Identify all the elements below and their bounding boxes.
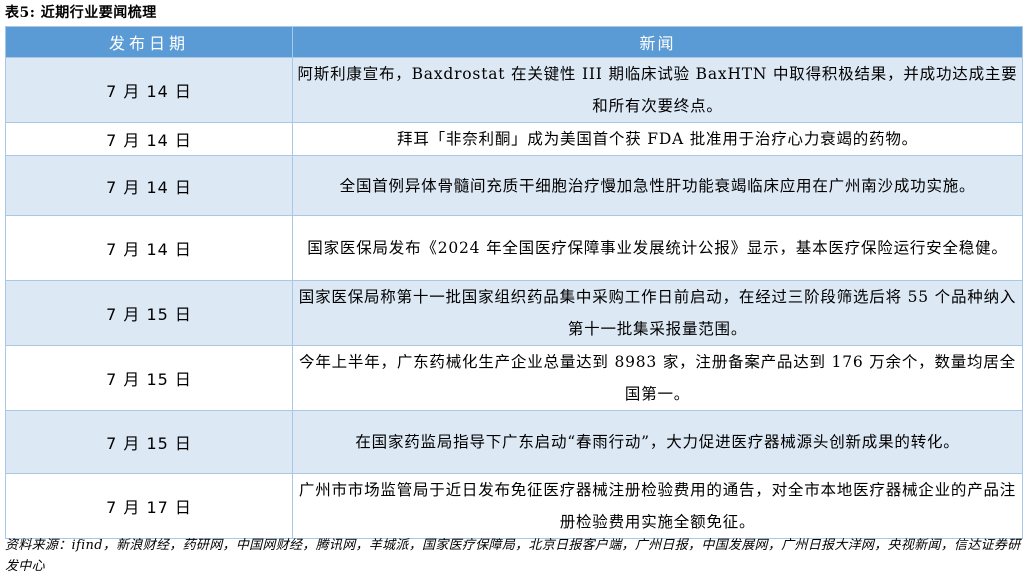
source-note: 资料来源：ifind，新浪财经，药研网，中国网财经，腾讯网，羊城派，国家医疗保障… bbox=[5, 538, 1021, 574]
date-cell: 7 月 14 日 bbox=[5, 215, 293, 281]
date-cell: 7 月 14 日 bbox=[5, 57, 293, 123]
date-cell: 7 月 15 日 bbox=[5, 280, 293, 346]
table-row: 7 月 17 日 广州市市场监管局于近日发布免征医疗器械注册检验费用的通告，对全… bbox=[5, 473, 1023, 539]
news-cell: 今年上半年，广东药械化生产企业总量达到 8983 家，注册备案产品达到 176 … bbox=[292, 345, 1023, 411]
table-row: 7 月 14 日 全国首例异体骨髓间充质干细胞治疗慢加急性肝功能衰竭临床应用在广… bbox=[5, 155, 1023, 216]
news-cell: 全国首例异体骨髓间充质干细胞治疗慢加急性肝功能衰竭临床应用在广州南沙成功实施。 bbox=[292, 155, 1023, 216]
news-cell: 阿斯利康宣布，Baxdrostat 在关键性 III 期临床试验 BaxHTN … bbox=[292, 57, 1023, 123]
news-cell: 广州市市场监管局于近日发布免征医疗器械注册检验费用的通告，对全市本地医疗器械企业… bbox=[292, 473, 1023, 539]
table-title: 表5: 近期行业要闻梳理 bbox=[5, 5, 157, 21]
news-table: 发布日期 新闻 7 月 14 日 阿斯利康宣布，Baxdrostat 在关键性 … bbox=[5, 26, 1023, 539]
news-cell: 国家医保局称第十一批国家组织药品集中采购工作日前启动，在经过三阶段筛选后将 55… bbox=[292, 280, 1023, 346]
table-row: 7 月 14 日 阿斯利康宣布，Baxdrostat 在关键性 III 期临床试… bbox=[5, 57, 1023, 123]
news-cell: 国家医保局发布《2024 年全国医疗保障事业发展统计公报》显示，基本医疗保险运行… bbox=[292, 215, 1023, 281]
table-row: 7 月 15 日 在国家药监局指导下广东启动“春雨行动”，大力促进医疗器械源头创… bbox=[5, 410, 1023, 474]
news-cell: 在国家药监局指导下广东启动“春雨行动”，大力促进医疗器械源头创新成果的转化。 bbox=[292, 410, 1023, 474]
table-row: 7 月 15 日 国家医保局称第十一批国家组织药品集中采购工作日前启动，在经过三… bbox=[5, 280, 1023, 346]
date-cell: 7 月 14 日 bbox=[5, 122, 293, 156]
date-cell: 7 月 15 日 bbox=[5, 410, 293, 474]
date-cell: 7 月 17 日 bbox=[5, 473, 293, 539]
date-cell: 7 月 14 日 bbox=[5, 155, 293, 216]
table-row: 7 月 15 日 今年上半年，广东药械化生产企业总量达到 8983 家，注册备案… bbox=[5, 345, 1023, 411]
news-cell: 拜耳「非奈利酮」成为美国首个获 FDA 批准用于治疗心力衰竭的药物。 bbox=[292, 122, 1023, 156]
header-date: 发布日期 bbox=[5, 26, 293, 58]
date-cell: 7 月 15 日 bbox=[5, 345, 293, 411]
table-row: 7 月 14 日 拜耳「非奈利酮」成为美国首个获 FDA 批准用于治疗心力衰竭的… bbox=[5, 122, 1023, 156]
table-row: 7 月 14 日 国家医保局发布《2024 年全国医疗保障事业发展统计公报》显示… bbox=[5, 215, 1023, 281]
header-news: 新闻 bbox=[292, 26, 1023, 58]
table-header-row: 发布日期 新闻 bbox=[5, 26, 1023, 58]
